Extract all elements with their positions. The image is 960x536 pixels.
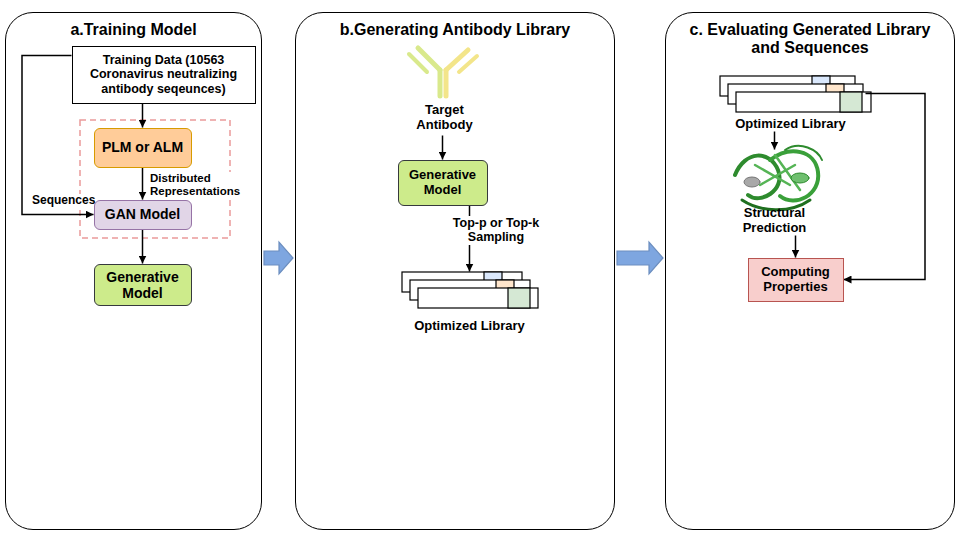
process-box: Generative Model bbox=[398, 160, 488, 206]
labelled-figure: Optimized Library bbox=[400, 272, 540, 334]
edge-label: Top-p or Top-k Sampling bbox=[448, 216, 544, 245]
node-label: PLM or ALM bbox=[102, 139, 183, 155]
flow-arrow bbox=[795, 236, 797, 258]
protein-structure bbox=[735, 146, 822, 210]
antibody-icon bbox=[409, 48, 477, 96]
stage-arrow bbox=[264, 242, 293, 274]
node-label: Generative Model bbox=[100, 269, 186, 301]
process-box: Training Data (10563 Coronavirus neutral… bbox=[72, 46, 256, 104]
panel-title: a.Training Model bbox=[70, 21, 196, 39]
node-label: Target Antibody bbox=[397, 103, 493, 133]
panel-title: b.Generating Antibody Library bbox=[340, 21, 571, 39]
node-label: Structural Prediction bbox=[718, 206, 832, 236]
edge-label: Sequences bbox=[30, 194, 92, 208]
flow-arrow bbox=[142, 230, 144, 264]
flow-arrow bbox=[142, 104, 144, 128]
node-label: GAN Model bbox=[105, 206, 180, 222]
flow-arrow bbox=[142, 168, 144, 200]
stage-panel: b.Generating Antibody LibraryTarget Anti… bbox=[295, 12, 615, 530]
stage-panel: c. Evaluating Generated Library and Sequ… bbox=[665, 12, 955, 530]
flow-arrow bbox=[442, 136, 444, 160]
labelled-figure: Target Antibody bbox=[395, 100, 495, 136]
library-stack bbox=[402, 272, 538, 308]
node-label: Optimized Library bbox=[414, 319, 525, 334]
stage-arrow bbox=[617, 242, 663, 274]
labelled-figure: Structural Prediction bbox=[716, 150, 834, 236]
flow-arrow bbox=[774, 132, 776, 150]
panel-title: c. Evaluating Generated Library and Sequ… bbox=[676, 21, 944, 58]
node-label: Computing Properties bbox=[754, 265, 838, 295]
node-label: Optimized Library bbox=[735, 117, 846, 132]
stage-panel: a.Training ModelTraining Data (10563 Cor… bbox=[5, 12, 262, 530]
process-box: PLM or ALM bbox=[94, 128, 192, 168]
edge-label: Distributed Representations bbox=[148, 172, 240, 198]
flow-arrow bbox=[844, 94, 926, 280]
labelled-figure: Optimized Library bbox=[716, 76, 866, 132]
node-label: Training Data (10563 Coronavirus neutral… bbox=[78, 53, 250, 96]
node-label: Generative Model bbox=[404, 168, 482, 198]
process-box: GAN Model bbox=[94, 200, 192, 230]
process-box: Generative Model bbox=[94, 264, 192, 306]
process-box: Computing Properties bbox=[748, 258, 844, 302]
library-stack bbox=[720, 76, 871, 112]
